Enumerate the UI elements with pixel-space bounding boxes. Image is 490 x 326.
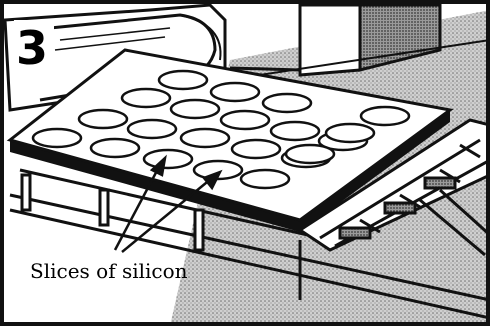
silicon-wafer — [263, 94, 311, 112]
silicon-wafer — [144, 150, 192, 168]
silicon-wafer — [286, 145, 334, 163]
silicon-wafer — [159, 71, 207, 89]
silicon-wafer — [33, 129, 81, 147]
silicon-wafer — [79, 110, 127, 128]
silicon-wafer — [211, 83, 259, 101]
callout-label: Slices of silicon — [30, 259, 188, 283]
silicon-wafer — [221, 111, 269, 129]
silicon-wafer — [91, 139, 139, 157]
silicon-wafer — [241, 170, 289, 188]
silicon-wafer — [271, 122, 319, 140]
step-number: 3 — [16, 21, 48, 75]
silicon-wafer — [181, 129, 229, 147]
silicon-wafer — [326, 124, 374, 142]
silicon-wafer — [122, 89, 170, 107]
silicon-wafer — [361, 107, 409, 125]
silicon-wafer — [128, 120, 176, 138]
silicon-wafer — [171, 100, 219, 118]
step-badge: 3 — [14, 20, 54, 75]
silicon-wafer — [232, 140, 280, 158]
